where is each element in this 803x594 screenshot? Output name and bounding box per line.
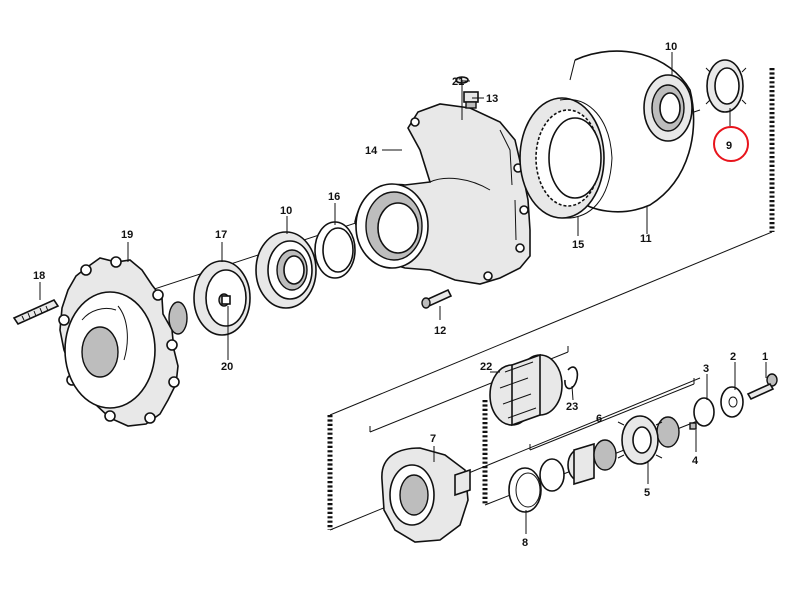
- callout-9: 9: [726, 140, 732, 152]
- bearing-right-part: [643, 74, 693, 142]
- washer-part: [720, 386, 744, 418]
- bolt-end-part: [746, 373, 778, 401]
- callout-12: 12: [434, 325, 446, 337]
- lock-nut-part: [705, 59, 747, 113]
- callout-8: 8: [522, 537, 528, 549]
- thrust-washer-part: [689, 397, 715, 430]
- bearing-left-part: [255, 231, 317, 309]
- callout-15: 15: [572, 239, 584, 251]
- callout-4: 4: [692, 455, 699, 467]
- callout-19: 19: [121, 229, 133, 241]
- callout-5: 5: [644, 487, 650, 499]
- plug-part: [463, 91, 479, 109]
- callout-18: 18: [33, 270, 45, 282]
- stud-bolt-part: [12, 298, 60, 326]
- hub-housing-part: [354, 103, 531, 285]
- bolt-lower-part: [421, 288, 453, 309]
- callout-6: 6: [596, 413, 602, 425]
- spacer-ring-part: [314, 221, 356, 279]
- planet-carrier-part: [381, 447, 471, 543]
- callout-3: 3: [703, 363, 709, 375]
- callout-7: 7: [430, 433, 436, 445]
- callout-1: 1: [762, 351, 768, 363]
- callout-labels: 1 2 3 4 5 6 7 8 9 10 10 11 12 13 14 15 1…: [33, 41, 768, 549]
- leader-lines: [39, 52, 767, 534]
- sun-gear-part: [489, 353, 563, 427]
- hub-flange-part: [58, 256, 188, 427]
- planet-gear-part: [617, 415, 663, 465]
- callout-22: 22: [480, 361, 492, 373]
- callout-10-right: 10: [665, 41, 677, 53]
- circlip-top-part: [564, 366, 579, 390]
- small-bolt-part: [218, 293, 231, 307]
- callout-10-left: 10: [280, 205, 292, 217]
- callout-20: 20: [221, 361, 233, 373]
- callout-23: 23: [566, 401, 578, 413]
- callout-13: 13: [486, 93, 498, 105]
- callout-14: 14: [365, 145, 378, 157]
- callout-21: 21: [452, 76, 464, 88]
- callout-11: 11: [640, 233, 652, 245]
- callout-16: 16: [328, 191, 340, 203]
- planet-bearing-group-part: [539, 416, 680, 492]
- upper-assembly-frame: [329, 68, 775, 416]
- screw-top-part: [455, 76, 469, 120]
- callout-2: 2: [730, 351, 736, 363]
- internal-ring-gear-part: [519, 97, 613, 219]
- callout-17: 17: [215, 229, 227, 241]
- highlight-circle-part-9: [713, 126, 749, 162]
- circlip-ring-part: [508, 467, 542, 513]
